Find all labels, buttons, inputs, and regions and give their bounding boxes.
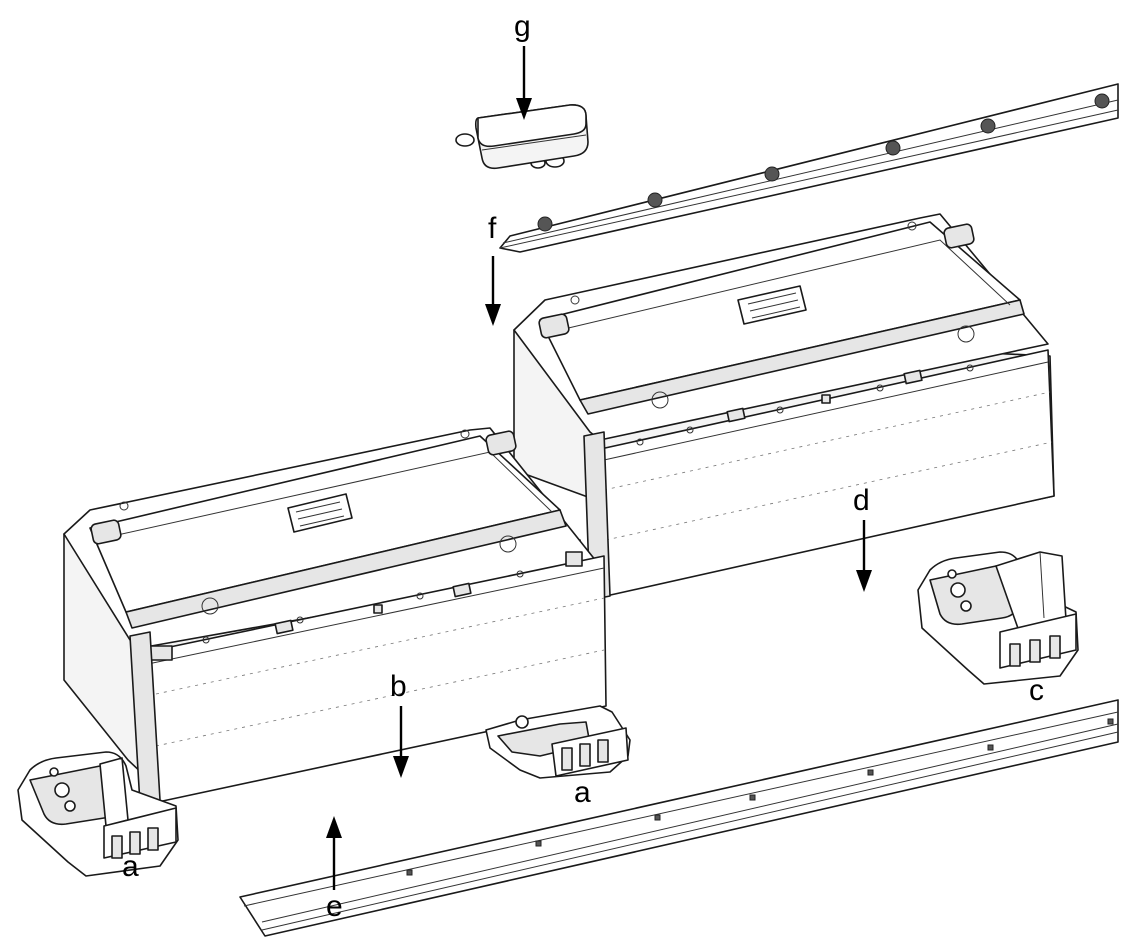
callout-b: b	[390, 670, 407, 703]
callout-e: e	[326, 890, 343, 923]
arrow-g	[516, 46, 532, 120]
arrow-f	[485, 256, 501, 326]
callout-f: f	[488, 212, 497, 245]
battery-module-b	[63, 427, 607, 805]
mounting-foot-c	[917, 551, 1079, 685]
top-mounting-rail	[499, 83, 1119, 253]
arrow-b	[393, 706, 409, 778]
callout-d: d	[853, 484, 870, 517]
callout-g: g	[514, 10, 531, 43]
mounting-foot-a-left	[17, 751, 179, 877]
connector-cover-g	[455, 104, 589, 170]
callout-a-center: a	[574, 776, 591, 809]
arrow-d	[856, 520, 872, 592]
arrow-e	[326, 816, 342, 890]
mounting-foot-a-center	[485, 705, 631, 779]
callout-a-left: a	[122, 850, 139, 883]
battery-module-d	[513, 213, 1055, 601]
callout-c: c	[1029, 674, 1044, 707]
bottom-mounting-rail	[239, 699, 1119, 937]
